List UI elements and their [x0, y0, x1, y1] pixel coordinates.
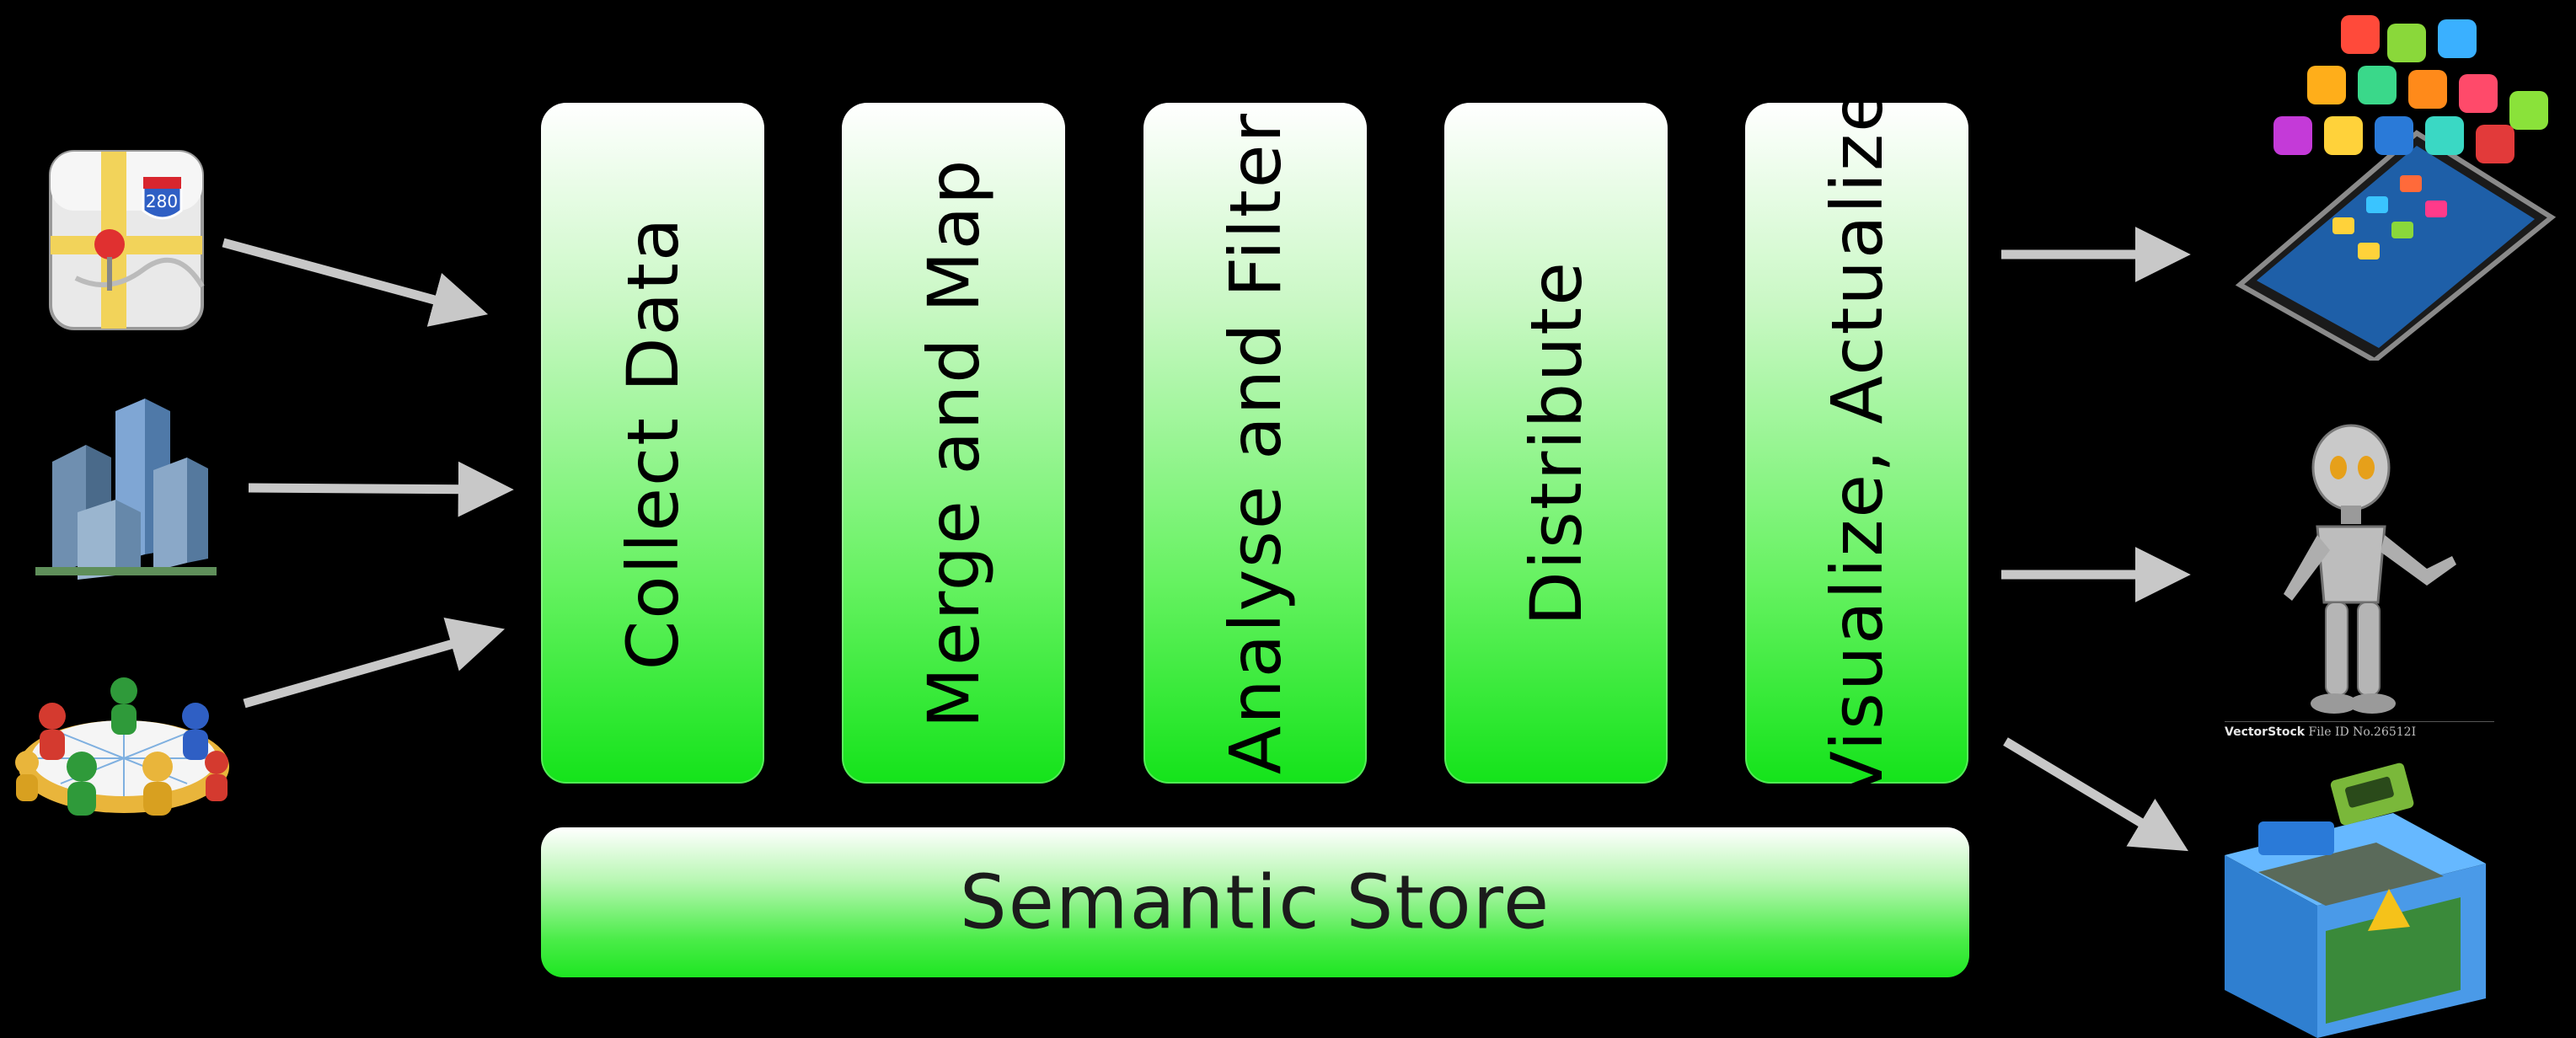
3d-printer-device-icon	[2225, 762, 2486, 1038]
stage-merge-and-map: Merge and Map	[842, 103, 1065, 784]
stage-distribute: Distribute	[1444, 103, 1668, 784]
arrow-people-to-collect	[243, 617, 506, 709]
stage-visualize-actualize: Visualize, Actualize	[1745, 87, 1968, 800]
stage-label: Collect Data	[611, 216, 694, 671]
stage-label: Merge and Map	[912, 158, 995, 729]
map-sign-number: 280	[146, 191, 178, 211]
stage-label: Visualize, Actualize	[1815, 87, 1899, 800]
watermark-brand: VectorStock	[2225, 725, 2306, 739]
stage-label: Distribute	[1514, 260, 1598, 626]
arrow-map-to-collect	[222, 238, 489, 327]
smartphone-apps-icon	[2235, 15, 2557, 361]
map-icon: 280	[49, 150, 205, 330]
city-buildings-icon	[35, 399, 217, 580]
arrow-visualize-to-device	[2003, 737, 2188, 852]
people-network-icon	[15, 677, 229, 816]
watermark-file-id: File ID No.26512I	[2308, 725, 2417, 739]
stage-collect-data: Collect Data	[541, 103, 764, 784]
semantic-store-label: Semantic Store	[959, 859, 1551, 946]
semantic-store: Semantic Store	[541, 827, 1969, 977]
vectorstock-watermark: VectorStock File ID No.26512I	[2225, 721, 2494, 739]
stage-analyse-and-filter: Analyse and Filter	[1143, 103, 1367, 784]
stage-label: Analyse and Filter	[1213, 111, 1297, 775]
arrow-city-to-collect	[248, 461, 514, 517]
robot-figure-icon	[2284, 424, 2456, 714]
